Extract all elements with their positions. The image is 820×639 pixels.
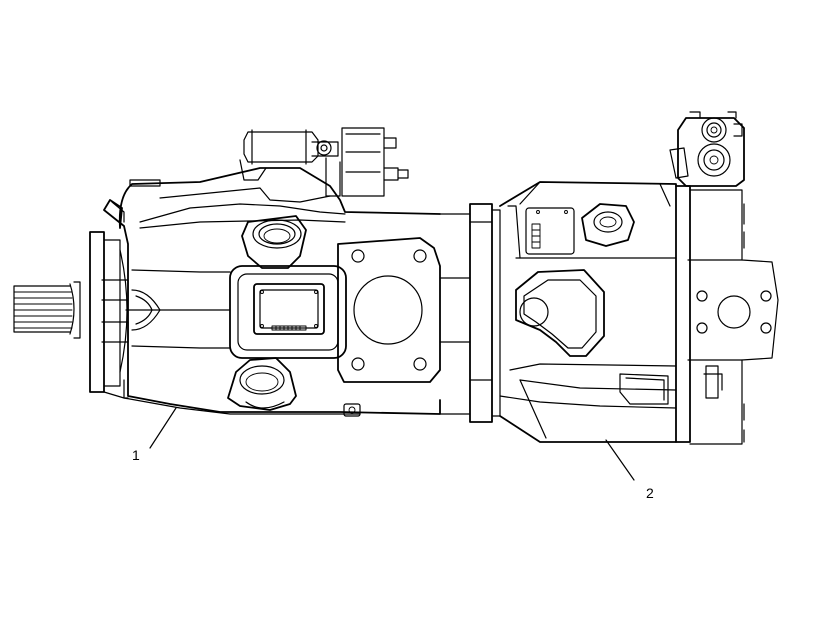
pump-section-1 (13, 127, 471, 417)
rear-cover (675, 185, 779, 445)
nameplate-2 (525, 207, 575, 255)
octagon-port-boss (515, 269, 605, 357)
shaft-bore (125, 289, 231, 331)
callout-1: 1 (132, 407, 177, 463)
control-valve-1 (239, 127, 409, 197)
top-port-boss (241, 215, 307, 269)
callout-2-label: 2 (646, 485, 654, 501)
pump-section-2 (469, 111, 779, 445)
bottom-port-boss (227, 357, 297, 411)
adapter-flange (469, 203, 501, 423)
nameplate-panel (229, 265, 347, 359)
housing-1-outline (103, 167, 441, 415)
port-plate-1 (337, 237, 441, 383)
housing-2-outline (499, 181, 677, 443)
drain-plug (343, 403, 361, 417)
control-valve-2 (669, 111, 745, 187)
mounting-flange (89, 231, 129, 393)
upper-port-boss-2 (581, 203, 635, 247)
callout-2: 2 (605, 439, 654, 501)
splined-shaft (13, 281, 81, 339)
lower-recess (619, 373, 669, 405)
callout-1-label: 1 (132, 447, 140, 463)
